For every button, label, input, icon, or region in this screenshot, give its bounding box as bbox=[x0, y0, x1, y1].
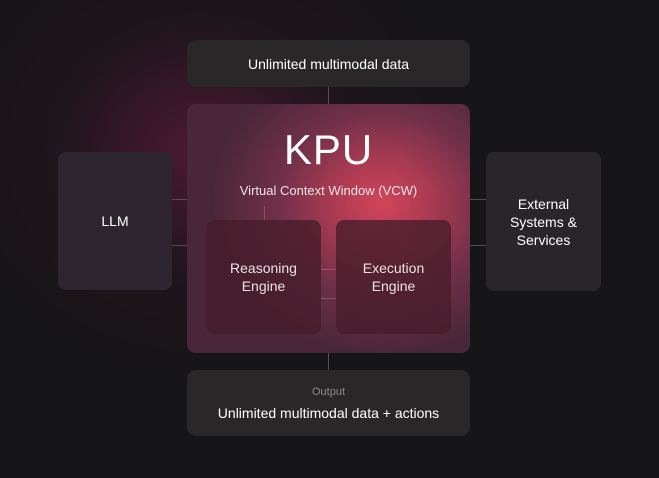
output-label: Output bbox=[311, 385, 346, 398]
connector-top-kpu bbox=[328, 87, 329, 104]
execution-engine-line1: Execution bbox=[362, 260, 425, 276]
input-data-label: Unlimited multimodal data bbox=[247, 55, 410, 72]
connector-kpu-output bbox=[328, 353, 329, 370]
kpu-title: KPU bbox=[283, 126, 374, 173]
connector-kpu-external-lower bbox=[470, 245, 486, 246]
connector-engines-upper bbox=[321, 269, 336, 270]
output-text: Unlimited multimodal data + actions bbox=[217, 404, 440, 421]
connector-vcw-engines bbox=[264, 206, 265, 220]
execution-engine-box: Execution Engine bbox=[336, 220, 451, 334]
connector-llm-kpu-lower bbox=[172, 245, 187, 246]
connector-engines-lower bbox=[321, 298, 336, 299]
llm-box: LLM bbox=[58, 152, 172, 290]
kpu-box: KPU Virtual Context Window (VCW) Reasoni… bbox=[187, 104, 470, 353]
llm-label: LLM bbox=[101, 213, 129, 229]
reasoning-engine-line2: Engine bbox=[241, 278, 286, 294]
reasoning-engine-line1: Reasoning bbox=[230, 260, 297, 276]
external-label-line1: External bbox=[517, 195, 570, 212]
execution-engine-line2: Engine bbox=[371, 278, 416, 294]
reasoning-engine-box: Reasoning Engine bbox=[206, 220, 321, 334]
kpu-subtitle: Virtual Context Window (VCW) bbox=[239, 183, 418, 198]
connector-llm-kpu-upper bbox=[172, 199, 187, 200]
output-box: Output Unlimited multimodal data + actio… bbox=[187, 370, 470, 436]
external-label-line2: Systems & bbox=[510, 213, 577, 230]
external-label-line3: Services bbox=[516, 231, 571, 248]
external-systems-box: External Systems & Services bbox=[486, 152, 601, 291]
connector-kpu-external-upper bbox=[470, 199, 486, 200]
input-data-box: Unlimited multimodal data bbox=[187, 40, 470, 87]
